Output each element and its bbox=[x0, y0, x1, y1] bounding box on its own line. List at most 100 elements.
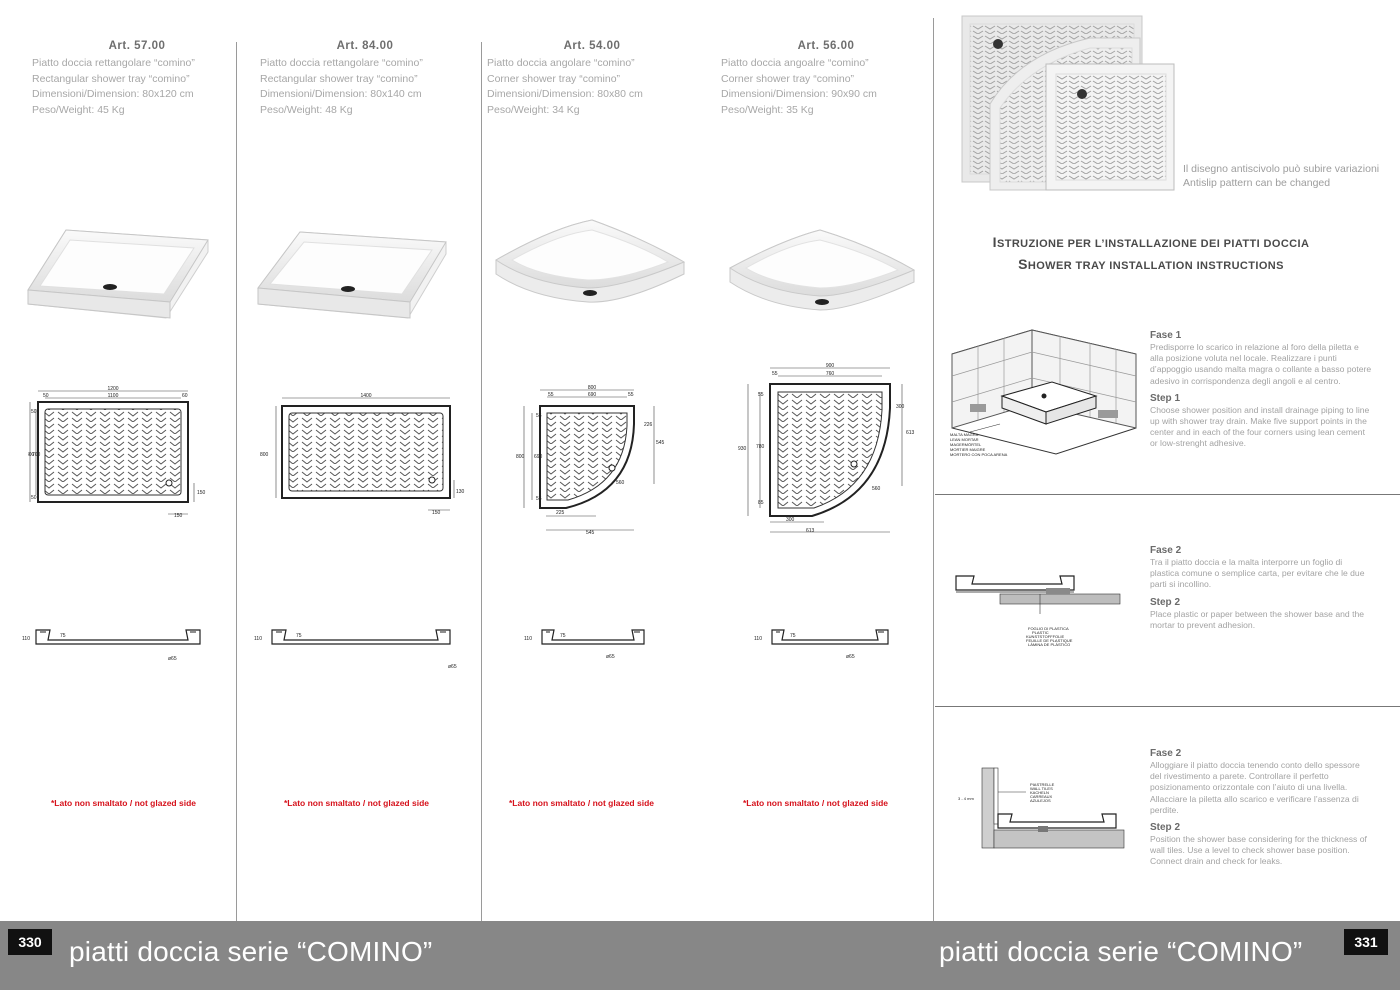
dim-label: 55 bbox=[758, 392, 764, 398]
product-dimension: Dimensioni/Dimension: 80x120 cm bbox=[32, 87, 242, 103]
step-text-it: Alloggiare il piatto doccia tenendo cont… bbox=[1150, 760, 1360, 815]
product-photo-rectangular bbox=[257, 231, 447, 319]
product-photo-corner bbox=[495, 219, 686, 303]
dimension-label: Dimensioni/Dimension: bbox=[721, 88, 832, 100]
weight-value: 48 Kg bbox=[325, 103, 353, 116]
product-weight: Peso/Weight: 34 Kg bbox=[487, 103, 697, 119]
technical-drawing-56: 900 760 55 55 300 613 930 780 560 85 300… bbox=[738, 363, 915, 534]
dim-label: 75 bbox=[60, 633, 66, 639]
step-title-en: Step 1 bbox=[1150, 392, 1181, 404]
product-spec-56: Art. 56.00 Piatto doccia angoalre “comin… bbox=[721, 40, 931, 118]
weight-value: 45 Kg bbox=[97, 103, 125, 116]
weight-label: Peso/Weight: bbox=[260, 103, 326, 116]
dim-label: 50 bbox=[43, 393, 49, 399]
dim-label: 613 bbox=[806, 528, 815, 534]
section-profile-56: 110 75 ø65 bbox=[754, 629, 889, 660]
caption-it: Il disegno antiscivolo può subire variaz… bbox=[1183, 163, 1380, 175]
technical-drawing-57: 1200 1100 50 60 800 700 50 50 150 150 bbox=[28, 386, 206, 519]
dim-label: 75 bbox=[790, 633, 796, 639]
weight-label: Peso/Weight: bbox=[487, 103, 553, 116]
step-label: 3 - 4 mm bbox=[958, 796, 974, 801]
dim-label: 1400 bbox=[360, 393, 371, 399]
shower-trays-group-photo bbox=[961, 15, 1175, 191]
dim-label: 545 bbox=[656, 440, 665, 446]
installation-illustration-step3: PIASTRELLE WALL TILES KACHELN CARREAUX A… bbox=[958, 767, 1125, 849]
step-text-it: Predisporre lo scarico in relazione al f… bbox=[1150, 342, 1372, 386]
footer-bar bbox=[0, 921, 1400, 990]
dim-label: 110 bbox=[22, 636, 30, 642]
page-number-right: 331 bbox=[1344, 929, 1388, 955]
step-label: AZULEJOS bbox=[1030, 798, 1051, 803]
product-name-it: Piatto doccia rettangolare “comino” bbox=[260, 57, 423, 69]
installation-illustration-step2: FOGLIO DI PLASTICA PLASTIC KUNSTSTOFFFOL… bbox=[955, 575, 1121, 647]
dim-label: ø65 bbox=[448, 664, 457, 670]
product-name-it: Piatto doccia angoalre “comino” bbox=[721, 57, 869, 69]
not-glazed-note: *Lato non smaltato / not glazed side bbox=[509, 798, 654, 808]
dim-label: 85 bbox=[758, 500, 764, 506]
dim-label: 300 bbox=[896, 404, 905, 410]
step-label: MORTIER MAIGRE bbox=[950, 447, 986, 452]
step-label: LÁMINA DE PLÁSTICO bbox=[1028, 642, 1070, 647]
product-photo-rectangular bbox=[27, 229, 209, 319]
step-label: FOGLIO DI PLASTICA bbox=[1028, 626, 1069, 631]
dim-label: 110 bbox=[754, 636, 762, 642]
dim-label: 55 bbox=[548, 392, 554, 398]
not-glazed-note: *Lato non smaltato / not glazed side bbox=[284, 798, 429, 808]
product-name-it: Piatto doccia rettangolare “comino” bbox=[32, 57, 195, 69]
technical-drawing-84: 1400 800 130 150 bbox=[260, 393, 465, 516]
dim-label: ø65 bbox=[846, 654, 855, 660]
step-label: KUNSTSTOFFFOLIE bbox=[1026, 634, 1064, 639]
column-divider bbox=[236, 42, 237, 922]
weight-label: Peso/Weight: bbox=[32, 103, 98, 116]
dim-label: 930 bbox=[738, 446, 747, 452]
dim-label: 700 bbox=[32, 452, 41, 458]
dim-label: 690 bbox=[588, 392, 597, 398]
product-code: Art. 57.00 bbox=[108, 40, 166, 52]
section-profile-54: 110 75 ø65 bbox=[524, 629, 645, 660]
dim-label: 150 bbox=[432, 510, 441, 516]
dim-label: 613 bbox=[906, 430, 915, 436]
step-title-it: Fase 1 bbox=[1150, 330, 1182, 341]
step-label: MAGERMÖRTEL bbox=[950, 442, 982, 447]
dim-label: 226 bbox=[644, 422, 653, 428]
product-name-en: Corner shower tray “comino” bbox=[721, 72, 855, 85]
dimension-label: Dimensioni/Dimension: bbox=[32, 88, 143, 100]
page-number-left: 330 bbox=[8, 929, 52, 955]
dim-label: 110 bbox=[254, 636, 262, 642]
dim-label: 1100 bbox=[108, 393, 119, 399]
dim-label: 780 bbox=[756, 444, 765, 450]
step-label: KACHELN bbox=[1030, 790, 1049, 795]
installation-heading-en: SHOWER TRAY INSTALLATION INSTRUCTIONS bbox=[936, 256, 1366, 274]
product-weight: Peso/Weight: 48 Kg bbox=[260, 103, 470, 119]
dim-label: 225 bbox=[556, 510, 565, 516]
dimension-value: 80x140 cm bbox=[370, 88, 422, 100]
dimension-label: Dimensioni/Dimension: bbox=[487, 88, 598, 100]
product-photo-corner bbox=[729, 229, 916, 311]
dim-label: ø65 bbox=[606, 654, 615, 660]
dim-label: 60 bbox=[182, 393, 188, 399]
step-label: WALL TILES bbox=[1030, 786, 1053, 791]
dim-label: 800 bbox=[28, 452, 35, 458]
step-label: MORTERO CON POCA ARENA bbox=[950, 452, 1008, 457]
step-text-it: Tra il piatto doccia e la malta interpor… bbox=[1150, 557, 1365, 590]
step-text-en: Position the shower base considering for… bbox=[1150, 834, 1367, 867]
step-title-it: Fase 2 bbox=[1150, 748, 1182, 759]
step-label: LEAN MORTAR bbox=[950, 437, 979, 442]
technical-drawing-54: 800 690 55 55 55 226 545 800 690 560 55 … bbox=[516, 385, 665, 536]
dim-label: 800 bbox=[588, 385, 597, 391]
dim-label: 150 bbox=[197, 490, 206, 496]
dim-label: ø65 bbox=[168, 656, 177, 662]
weight-value: 34 Kg bbox=[552, 103, 580, 116]
product-code: Art. 54.00 bbox=[563, 40, 621, 52]
dim-label: 75 bbox=[560, 633, 566, 639]
dim-label: 55 bbox=[536, 413, 542, 419]
section-divider bbox=[935, 494, 1400, 495]
dimension-label: Dimensioni/Dimension: bbox=[260, 88, 371, 100]
antislip-caption: Il disegno antiscivolo può subire variaz… bbox=[1183, 162, 1379, 190]
dimension-value: 90x90 cm bbox=[831, 88, 877, 100]
dim-label: 560 bbox=[616, 480, 625, 486]
step-text-en: Choose shower position and install drain… bbox=[1150, 404, 1370, 449]
column-divider bbox=[933, 18, 934, 921]
weight-value: 35 Kg bbox=[786, 103, 814, 116]
product-name-en: Rectangular shower tray “comino” bbox=[260, 72, 418, 85]
